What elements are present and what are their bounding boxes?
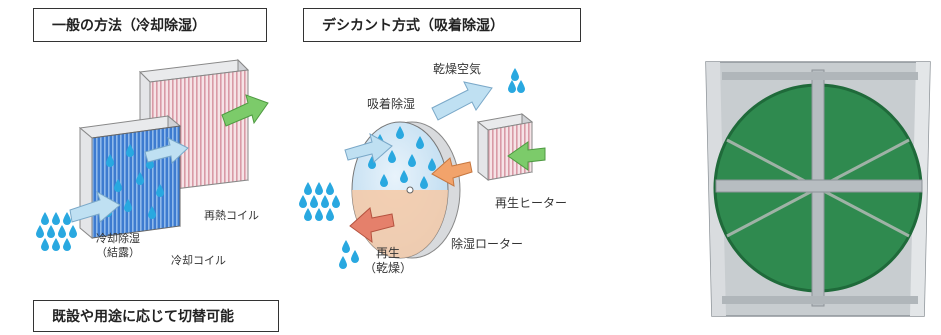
- dry-air-label: 乾燥空気: [433, 62, 482, 76]
- reheat-coil-label: 再熱コイル: [204, 209, 259, 222]
- regen-line2: （乾燥）: [363, 261, 412, 275]
- cooling-dehumid-line2: （結露）: [96, 245, 140, 259]
- heading-desiccant-method: デシカント方式（吸着除湿）: [303, 8, 581, 42]
- dry-air-arrow: [431, 81, 493, 121]
- regen-label: 再生 （乾燥）: [363, 246, 413, 276]
- regen-in-arrow: [507, 141, 546, 171]
- cooling-dehumid-line1: 冷却除湿: [96, 232, 140, 245]
- outgoing-air-arrow: [221, 94, 269, 127]
- regen-out-arrow: [349, 207, 395, 244]
- cooling-dehumid-label: 冷却除湿 （結露）: [88, 232, 148, 260]
- middle-air-arrow: [144, 137, 189, 165]
- incoming-air-arrow: [69, 190, 121, 223]
- heading-general-method: 一般の方法（冷却除湿）: [33, 8, 267, 42]
- regen-line1: 再生: [375, 246, 400, 260]
- dehumid-rotor-label: 除湿ローター: [451, 237, 524, 251]
- desiccant-rotor-unit-image: [705, 61, 931, 317]
- cooling-coil: [78, 114, 182, 240]
- adsorption-label: 吸着除湿: [367, 97, 416, 111]
- heading-switchable: 既設や用途に応じて切替可能: [33, 300, 279, 332]
- cooling-coil-label: 冷却コイル: [171, 254, 226, 267]
- incoming-humid-arrow: [344, 133, 393, 163]
- heated-air-arrow: [431, 157, 473, 187]
- regen-heater-label: 再生ヒーター: [495, 196, 568, 210]
